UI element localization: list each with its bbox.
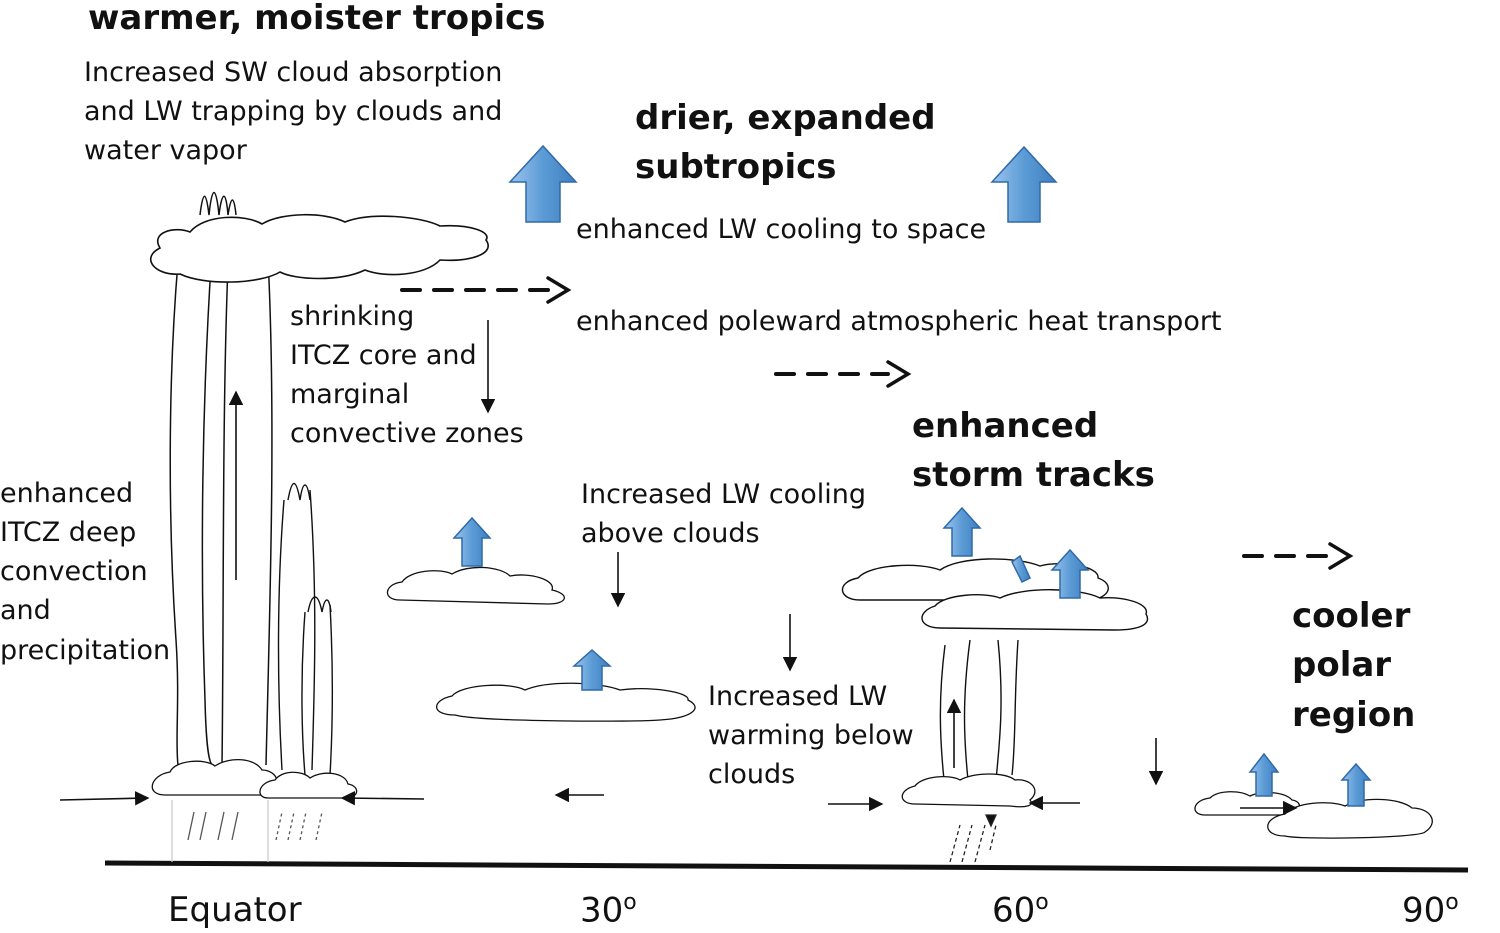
storm-low-cloud <box>901 773 1036 808</box>
heading-polar: cooler polar region <box>1292 596 1416 735</box>
axis-label-equator: Equator <box>168 890 302 930</box>
axis-label-90: 90o <box>1402 890 1459 931</box>
secondary-towers <box>277 482 334 776</box>
heading-storm-tracks: enhanced storm tracks <box>912 406 1155 496</box>
note-lw-cooling-space: enhanced LW cooling to space <box>576 214 987 245</box>
degree-mark: o <box>623 890 637 915</box>
note-shrinking-itcz: shrinking ITCZ core and marginal convect… <box>290 301 524 450</box>
note-lw-cooling-above: Increased LW cooling above clouds <box>581 479 866 550</box>
heat-transport-arrows <box>400 276 1354 570</box>
axis-label-60: 60o <box>992 890 1049 931</box>
note-poleward-transport: enhanced poleward atmospheric heat trans… <box>576 306 1222 337</box>
axis-label-30: 30o <box>580 890 637 931</box>
storm-tower <box>939 639 1019 781</box>
circulation-arrows <box>59 320 1298 816</box>
heading-tropics: warmer, moister tropics <box>88 0 546 38</box>
anvil-cloud <box>149 213 489 283</box>
ground-line <box>104 860 1469 873</box>
storm-rain <box>949 814 998 863</box>
subtropical-clouds <box>386 566 696 722</box>
lw-up-arrows <box>452 144 1372 807</box>
equator-low-clouds <box>151 759 358 799</box>
polar-clouds <box>1194 791 1433 839</box>
tropical-convective-tower <box>169 192 273 766</box>
equator-rain <box>171 800 323 862</box>
storm-track-clouds <box>841 558 1149 631</box>
note-itcz-deep-convection: enhanced ITCZ deep convection and precip… <box>0 478 171 666</box>
note-lw-warming-below: Increased LW warming below clouds <box>708 681 914 791</box>
degree-mark: o <box>1445 890 1459 915</box>
heading-subtropics: drier, expanded subtropics <box>635 98 936 188</box>
degree-mark: o <box>1035 890 1049 915</box>
note-sw-absorption: Increased SW cloud absorption and LW tra… <box>84 57 503 167</box>
